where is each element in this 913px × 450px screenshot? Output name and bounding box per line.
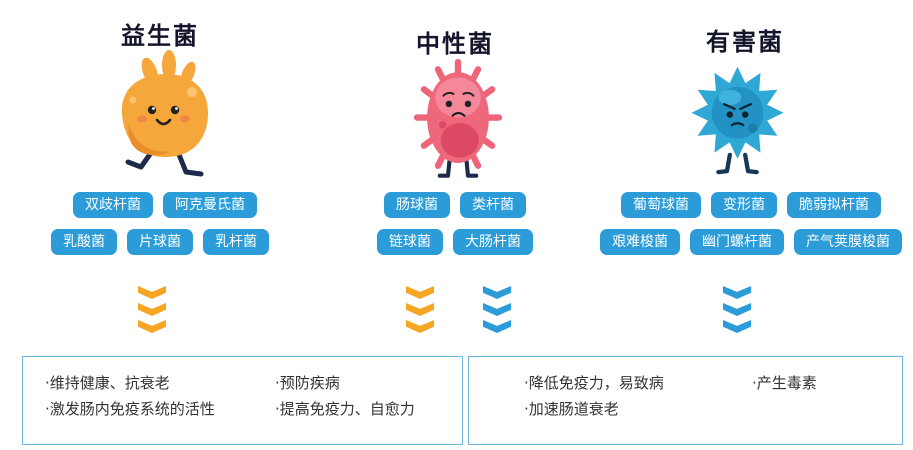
- neutral-pill-row-2: 链球菌 大肠杆菌: [348, 229, 562, 255]
- chevron-down-icon: [138, 303, 166, 316]
- benefit-item: ·维持健康、抗衰老: [45, 374, 170, 392]
- chevron-stack-probiotics: [138, 286, 166, 333]
- harms-box: ·降低免疫力，易致病 ·加速肠道衰老 ·产生毒素: [468, 356, 903, 445]
- bacteria-pill: 产气荚膜梭菌: [794, 229, 902, 255]
- bacteria-pill: 大肠杆菌: [453, 229, 533, 255]
- neutral-bacteria-icon: [413, 58, 503, 178]
- chevron-stack-neutral-bad: [483, 286, 511, 333]
- bacteria-pill: 片球菌: [127, 229, 193, 255]
- probiotics-pill-row-1: 双歧杆菌 阿克曼氏菌: [25, 192, 305, 218]
- harms-box-col-2: ·产生毒素: [752, 370, 817, 396]
- chevron-down-icon: [483, 320, 511, 333]
- chevron-down-icon: [406, 303, 434, 316]
- chevron-down-icon: [138, 286, 166, 299]
- harmful-pill-row-1: 葡萄球菌 变形菌 脆弱拟杆菌: [597, 192, 905, 218]
- benefit-item: ·提高免疫力、自愈力: [275, 400, 415, 418]
- harm-item: ·降低免疫力，易致病: [524, 374, 664, 392]
- chevron-down-icon: [406, 320, 434, 333]
- bacteria-pill: 肠球菌: [384, 192, 450, 218]
- chevron-down-icon: [483, 286, 511, 299]
- section-title-neutral: 中性菌: [416, 30, 494, 58]
- bacteria-pill: 类杆菌: [460, 192, 526, 218]
- chevron-stack-neutral-good: [406, 286, 434, 333]
- bacteria-pill: 阿克曼氏菌: [163, 192, 257, 218]
- harmful-bacteria-icon: [691, 66, 784, 175]
- chevron-down-icon: [138, 320, 166, 333]
- harm-item: ·产生毒素: [752, 374, 817, 392]
- bacteria-pill: 葡萄球菌: [621, 192, 701, 218]
- neutral-pill-row-1: 肠球菌 类杆菌: [348, 192, 562, 218]
- probiotic-bacteria-icon: [121, 50, 209, 177]
- bacteria-pill: 幽门螺杆菌: [690, 229, 784, 255]
- probiotics-pill-row-2: 乳酸菌 片球菌 乳杆菌: [10, 229, 310, 255]
- chevron-down-icon: [723, 286, 751, 299]
- section-title-probiotics: 益生菌: [121, 22, 199, 50]
- bacteria-pill: 双歧杆菌: [73, 192, 153, 218]
- harm-item: ·加速肠道衰老: [524, 400, 619, 418]
- harms-box-col-1: ·降低免疫力，易致病 ·加速肠道衰老: [524, 370, 664, 422]
- benefits-box-col-1: ·维持健康、抗衰老 ·激发肠内免疫系统的活性: [45, 370, 215, 422]
- bacteria-pill: 变形菌: [711, 192, 777, 218]
- chevron-down-icon: [723, 303, 751, 316]
- section-title-harmful: 有害菌: [706, 28, 784, 56]
- chevron-down-icon: [406, 286, 434, 299]
- bacteria-pill: 链球菌: [377, 229, 443, 255]
- benefit-item: ·预防疾病: [275, 374, 340, 392]
- bacteria-pill: 脆弱拟杆菌: [787, 192, 881, 218]
- harmful-pill-row-2: 艰难梭菌 幽门螺杆菌 产气荚膜梭菌: [597, 229, 905, 255]
- chevron-down-icon: [723, 320, 751, 333]
- chevron-stack-harmful: [723, 286, 751, 333]
- bacteria-pill: 艰难梭菌: [600, 229, 680, 255]
- benefits-box-col-2: ·预防疾病 ·提高免疫力、自愈力: [275, 370, 415, 422]
- benefit-item: ·激发肠内免疫系统的活性: [45, 400, 215, 418]
- bacteria-pill: 乳杆菌: [203, 229, 269, 255]
- bacteria-pill: 乳酸菌: [51, 229, 117, 255]
- chevron-down-icon: [483, 303, 511, 316]
- benefits-box: ·维持健康、抗衰老 ·激发肠内免疫系统的活性 ·预防疾病 ·提高免疫力、自愈力: [22, 356, 463, 445]
